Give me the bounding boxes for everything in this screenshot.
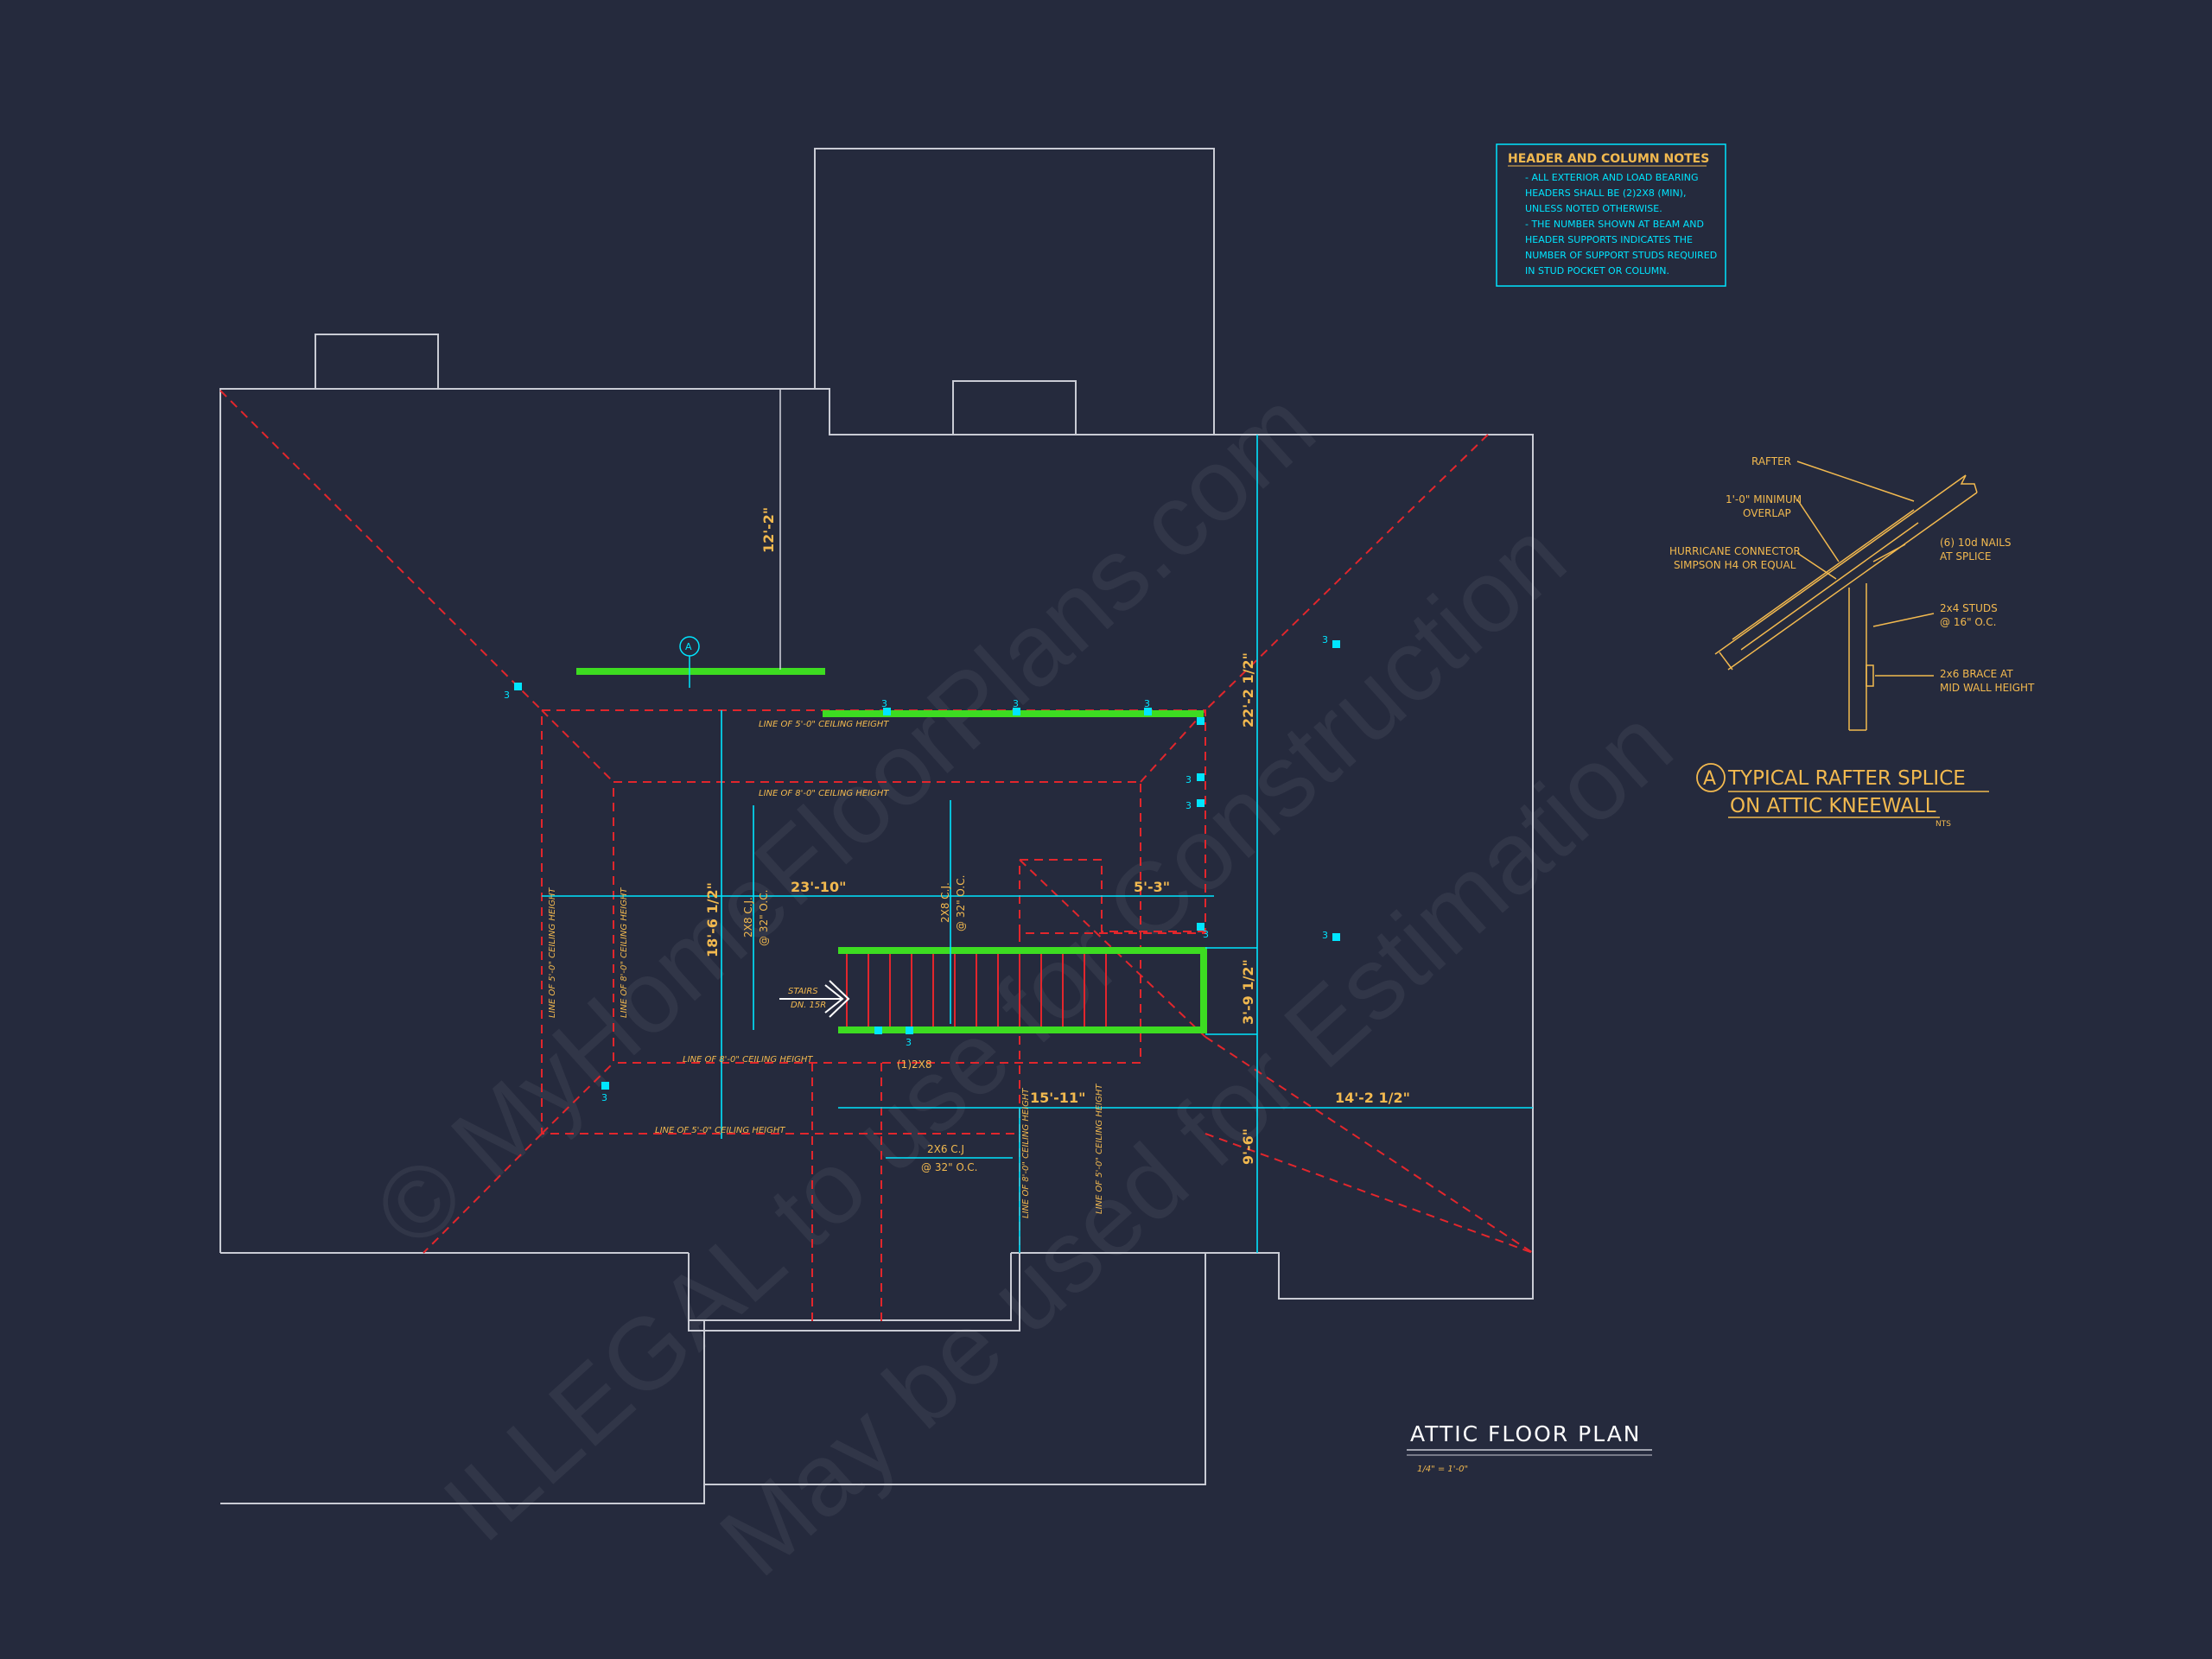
detail-label-nails2: AT SPLICE [1940,550,1991,563]
detail-nts: NTS [1936,820,1951,829]
label-ceil8-right: LINE OF 8'-0" CEILING HEIGHT [1021,1088,1031,1218]
stair-arrow [779,980,850,1018]
ceiling-labels: LINE OF 5'-0" CEILING HEIGHT LINE OF 8'-… [548,720,1104,1218]
rafter-splice-detail [1714,461,1978,731]
drawing-title: ATTIC FLOOR PLAN [1410,1421,1642,1446]
svg-text:UNLESS NOTED OTHERWISE.: UNLESS NOTED OTHERWISE. [1525,203,1662,214]
drawing-scale: 1/4" = 1'-0" [1417,1465,1468,1474]
valley-line-2 [1205,1036,1534,1254]
stud-counts: 3 3 3 3 3 3 3 3 3 3 3 [504,634,1328,1103]
hip-top-left [219,390,543,711]
stair-kneewall [838,947,1207,1033]
svg-text:3: 3 [1144,698,1150,709]
svg-text:3: 3 [1013,698,1019,709]
label-ceil5-left: LINE OF 5'-0" CEILING HEIGHT [548,887,557,1018]
svg-text:IN STUD POCKET OR COLUMN.: IN STUD POCKET OR COLUMN. [1525,265,1669,276]
dim-5-3: 5'-3" [1134,879,1170,895]
dim-18-6: 18'-6 1/2" [704,882,721,957]
dim-3-9: 3'-9 1/2" [1240,959,1256,1025]
stair-treads [846,950,1107,1030]
ceiling-corner-2 [1140,709,1206,783]
label-cj-bot-2: @ 32" O.C. [921,1161,977,1173]
section-tag-a: A [679,636,700,688]
svg-text:- THE NUMBER SHOWN AT BEAM AND: - THE NUMBER SHOWN AT BEAM AND [1525,219,1704,230]
valley-line [1019,859,1206,1038]
detail-label-overlap2: OVERLAP [1743,507,1791,519]
svg-text:HEADER SUPPORTS INDICATES THE: HEADER SUPPORTS INDICATES THE [1525,234,1693,245]
svg-text:3: 3 [1185,774,1192,785]
label-ceil5-top: LINE OF 5'-0" CEILING HEIGHT [759,720,889,729]
outline-porch [688,1253,1020,1332]
outline-porch-inner [689,1253,1012,1321]
svg-text:3: 3 [1322,634,1328,645]
detail-label-brace1: 2x6 BRACE AT [1940,668,2013,680]
notes-title: HEADER AND COLUMN NOTES [1508,152,1709,166]
label-ceil8-left: LINE OF 8'-0" CEILING HEIGHT [620,887,629,1018]
outline-small-bump-right [952,380,1077,435]
dim-22-2: 22'-2 1/2" [1240,652,1256,728]
label-ceil5-bot: LINE OF 5'-0" CEILING HEIGHT [655,1126,785,1135]
ceiling-corner-1 [541,709,614,783]
detail-label-studs2: @ 16" O.C. [1940,616,1996,628]
label-cj-mid-2: @ 32" O.C. [955,875,967,931]
svg-text:3: 3 [881,698,887,709]
dimension-lines [542,389,1533,1253]
detail-title-1: TYPICAL RAFTER SPLICE [1727,767,1966,790]
drawing-title-block: ATTIC FLOOR PLAN 1/4" = 1'-0" [1407,1421,1652,1474]
svg-text:3: 3 [1203,929,1209,940]
svg-text:3: 3 [906,1037,912,1048]
svg-text:HEADERS SHALL BE (2)2X8 (MIN),: HEADERS SHALL BE (2)2X8 (MIN), [1525,188,1686,199]
svg-text:NUMBER OF SUPPORT STUDS REQUIR: NUMBER OF SUPPORT STUDS REQUIRED [1525,250,1717,261]
label-stairs-1: STAIRS [788,987,818,996]
ceiling-8ft-outline [613,781,1141,1064]
dim-12-2: 12'-2" [760,507,777,553]
hip-top-right [1205,434,1489,711]
dim-9-6: 9'-6" [1240,1128,1256,1165]
outline-top-bump [814,148,1215,435]
detail-label-rafter: RAFTER [1751,455,1791,467]
dimension-texts: 12'-2" 22'-2 1/2" 23'-10" 5'-3" 18'-6 1/… [704,507,1410,1165]
detail-label-hurricane1: HURRICANE CONNECTOR [1669,545,1801,557]
hip-bottom-left [423,1133,543,1254]
stair-opening-outline [1019,859,1205,933]
detail-label-overlap1: 1'-0" MINIMUM [1726,493,1802,505]
svg-text:3: 3 [504,690,510,701]
label-ceil8-bot: LINE OF 8'-0" CEILING HEIGHT [683,1055,813,1065]
stud-markers [514,640,1340,1090]
label-cj-mid-1: 2X8 C.J. [939,882,951,923]
label-header: (1)2X8 [897,1058,932,1071]
svg-text:3: 3 [1185,800,1192,811]
dim-14-2: 14'-2 1/2" [1335,1090,1410,1106]
label-stairs-2: DN. 15R [791,1001,826,1010]
svg-text:3: 3 [1322,930,1328,941]
svg-text:A: A [1703,768,1716,790]
header-column-notes: HEADER AND COLUMN NOTES - ALL EXTERIOR A… [1496,143,1726,287]
label-cj-bot-1: 2X6 C.J [927,1143,964,1155]
label-cj-left-1: 2X8 C.J. [742,897,754,938]
dim-23-10: 23'-10" [791,879,846,895]
label-ceil8-top: LINE OF 8'-0" CEILING HEIGHT [759,789,889,798]
detail-label-nails1: (6) 10d NAILS [1940,537,2012,549]
svg-text:A: A [685,641,692,652]
detail-title-2: ON ATTIC KNEEWALL [1730,795,1936,817]
outline-small-bump-left [315,334,439,389]
detail-label-brace2: MID WALL HEIGHT [1940,682,2035,694]
detail-label-studs1: 2x4 STUDS [1940,602,1998,614]
ceiling-corner-3 [541,1062,614,1135]
rafter-detail-labels: RAFTER 1'-0" MINIMUM OVERLAP HURRICANE C… [1669,455,2035,694]
rafter-detail-title: A TYPICAL RAFTER SPLICE ON ATTIC KNEEWAL… [1696,763,1989,829]
svg-text:- ALL EXTERIOR AND LOAD BEARIN: - ALL EXTERIOR AND LOAD BEARING [1525,172,1698,183]
detail-label-hurricane2: SIMPSON H4 OR EQUAL [1674,559,1796,571]
svg-text:3: 3 [601,1092,607,1103]
building-outline [219,148,1534,1504]
dim-15-11: 15'-11" [1030,1090,1085,1106]
label-ceil5-right: LINE OF 5'-0" CEILING HEIGHT [1095,1084,1104,1214]
label-cj-left-2: @ 32" O.C. [758,890,770,946]
